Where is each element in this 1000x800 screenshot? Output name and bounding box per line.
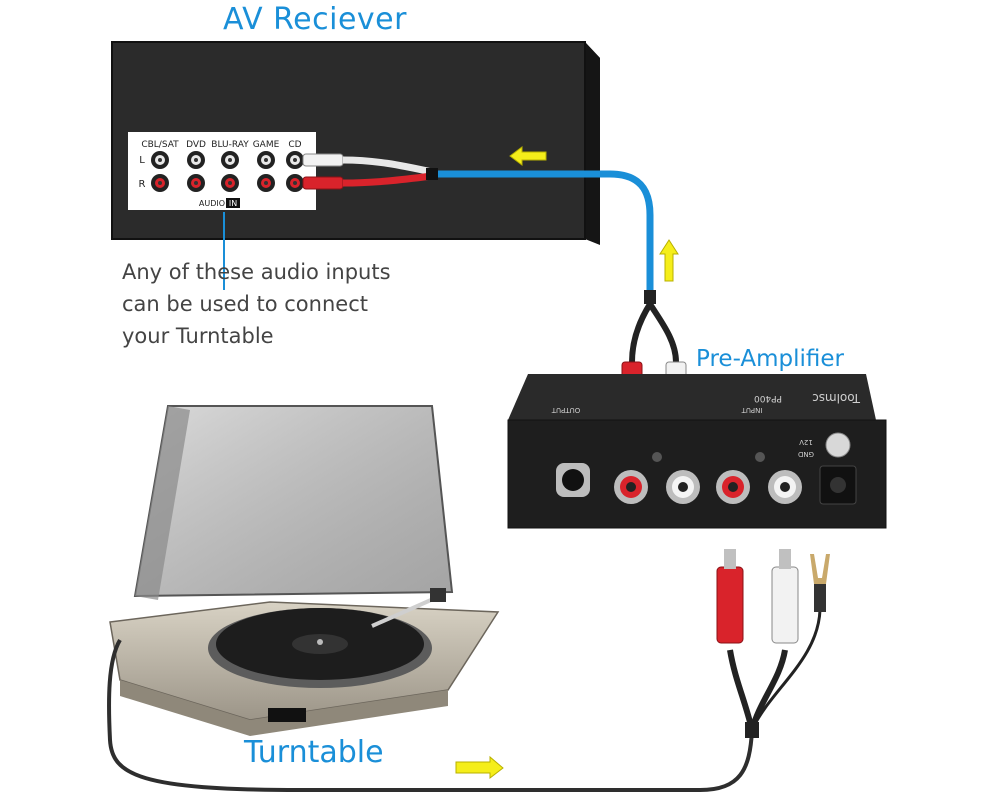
av-receiver-label: AV Reciever — [223, 2, 407, 37]
preamp-input-label: INPUT — [741, 406, 763, 414]
right-arrow-icon — [455, 755, 504, 780]
turntable-label: Turntable — [244, 735, 384, 770]
preamp-power-label: 12V — [799, 438, 813, 446]
preamp-output-label: OUTPUT — [551, 406, 580, 414]
audio-in-panel: CBL/SAT DVD BLU-RAY GAME CD L R — [128, 132, 316, 210]
up-arrow-icon — [659, 239, 679, 282]
channel-label-left: L — [139, 155, 145, 166]
note-line: can be used to connect — [122, 292, 368, 316]
pre-amplifier-label: Pre-Amplifier — [696, 346, 844, 372]
preamp-ground-label: GND — [798, 450, 814, 458]
right-jacks — [151, 174, 304, 192]
receiver-rca-plugs — [302, 153, 438, 190]
turntable — [109, 405, 500, 736]
input-label-cbl-sat: CBL/SAT — [141, 140, 179, 150]
channel-label-right: R — [139, 179, 146, 190]
input-label-blu-ray: BLU-RAY — [211, 140, 249, 150]
input-label-dvd: DVD — [186, 140, 206, 150]
audio-in-badge: IN — [229, 199, 237, 208]
blue-cable — [438, 170, 654, 295]
audio-inputs-note: Any of these audio inputs can be used to… — [122, 256, 422, 352]
left-arrow-icon — [509, 146, 547, 166]
note-line: Any of these audio inputs — [122, 260, 391, 284]
turntable-rca-splitter — [716, 549, 830, 738]
preamp-brand: Toolmsc — [812, 391, 861, 405]
av-receiver: CBL/SAT DVD BLU-RAY GAME CD L R — [111, 41, 600, 245]
input-label-game: GAME — [253, 140, 280, 150]
preamp-model: PP400 — [754, 393, 782, 403]
audio-in-footer: AUDIO — [199, 199, 225, 208]
left-jacks — [151, 151, 304, 169]
turntable-cable — [107, 638, 754, 792]
input-label-cd: CD — [288, 140, 301, 150]
pre-amplifier: Toolmsc PP400 OUTPUT INPUT 12V GND — [507, 374, 887, 529]
note-line: your Turntable — [122, 324, 274, 348]
